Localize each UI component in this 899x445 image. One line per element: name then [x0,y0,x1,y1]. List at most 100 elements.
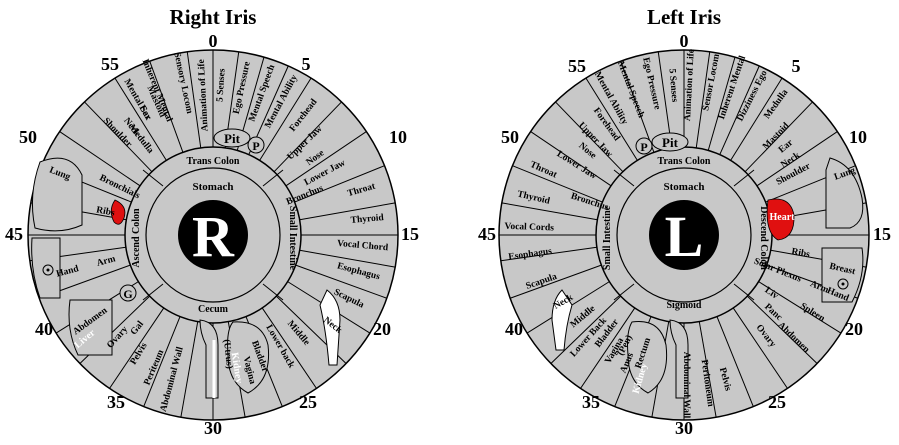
right-iris-ascend-colon-label: Ascend Colon [131,208,142,268]
sector-divider [259,77,312,161]
sector-divider [555,101,624,173]
left-iris-ribs-label: Ribs [791,247,811,260]
sector-divider [707,57,736,151]
sector-divider [512,165,603,203]
right-iris-spine-shape [319,289,341,366]
sector-divider [294,165,385,203]
right-clock-50: 50 [19,127,37,147]
right-iris-p-label: P [252,139,259,153]
right-clock-30: 30 [204,418,222,438]
left-iris: Left Iris L Stomach Trans Colon Sigmoid … [478,5,891,438]
left-iris-lung-shape [825,157,864,229]
sector-divider [744,101,813,173]
left-iris-pineal-shape [635,137,653,155]
left-iris-descend-colon-label: Descend Colon [758,206,769,270]
sector-divider [746,295,818,364]
sector-divider [59,131,141,187]
sector-divider [261,307,317,389]
right-iris-arm-label: Arm [96,254,117,269]
right-iris-ribs-label: Ribs [95,205,115,218]
right-iris-trans-colon-label: Trans Colon [187,156,240,167]
sector-divider [285,131,367,187]
right-iris-animation-of-life-label: Animation of Life [197,59,211,132]
right-clock-35: 35 [107,392,125,412]
right-iris-kidney-shape [227,321,270,394]
right-iris-cecum-label: Cecum [198,304,229,315]
left-iris-breast-area [821,247,864,303]
sector-divider [530,131,612,187]
right-iris-stomach-label: Stomach [193,181,234,193]
sector-divider [501,202,598,221]
right-iris-gall-shape [119,284,137,302]
right-clock-10: 10 [389,127,407,147]
right-clock-45: 45 [5,224,23,244]
right-iris-thyroid-label: Thyroid [350,213,385,226]
left-iris-vocal-cords-label: Vocal Cords [504,222,554,234]
right-clock-25: 25 [299,392,317,412]
left-clock-50: 50 [501,127,519,147]
right-iris-breast-area [31,237,61,299]
sector-divider [273,101,342,173]
left-iris-stomach-label: Stomach [664,181,705,193]
left-iris-kidney-shape [627,320,668,394]
right-iris-title: Right Iris [170,5,257,29]
right-clock-20: 20 [373,319,391,339]
right-iris-pupil [178,200,248,270]
sector-divider [758,281,842,334]
left-clock-5: 5 [792,56,801,76]
left-clock-0: 0 [680,31,689,51]
sector-divider [550,295,622,364]
sector-divider [143,316,181,407]
right-clock-0: 0 [209,31,218,51]
left-iris-leg-shape [669,319,689,399]
left-iris-heart-label: Heart [770,212,796,223]
left-clock-10: 10 [849,127,867,147]
left-clock-20: 20 [845,319,863,339]
right-clock-5: 5 [302,54,311,74]
right-iris-uterus-label: (Utrus) [221,339,235,370]
sector-divider [698,321,717,418]
left-iris-title: Left Iris [647,5,721,29]
sector-divider [585,77,638,161]
right-iris-liver-shape [68,299,113,356]
left-clock-35: 35 [582,392,600,412]
sector-divider [730,77,783,161]
right-iris-small-intestine-label: Small Intestine [287,206,298,271]
right-iris-breast-mark [42,264,54,276]
right-iris-vocal-chord-label: Vocal Chord [337,239,390,253]
right-iris-bronchial-highlight [110,199,126,225]
left-clock-40: 40 [505,319,523,339]
left-iris-animation-of-life-label: Animation of Life [683,49,697,122]
sector-divider [295,264,388,299]
left-iris-pituitary-shape [651,132,689,152]
right-iris-pit-label: Pit [224,131,241,146]
sector-divider [719,65,760,155]
right-iris: Right Iris R Stomach Trans Colon Cecum A… [5,5,419,438]
right-iris-center-letter: R [192,204,235,269]
right-iris-5-senses-label: 5 Senses [215,68,227,102]
sector-divider [109,307,165,389]
right-iris-kidney-label: Kidney [229,352,245,384]
sector-divider [732,307,788,389]
sector-divider [149,60,184,153]
right-iris-lung-shape [31,157,83,232]
left-iris-abdominal-wall-label: Abdominal Wall [681,352,691,419]
right-clock-40: 40 [35,319,53,339]
left-clock-15: 15 [873,224,891,244]
right-iris-pituitary-shape [213,128,251,148]
left-iris-heart-shape [766,198,795,241]
left-clock-30: 30 [675,418,693,438]
sector-divider [620,60,655,153]
left-iris-breast-mark [837,278,849,290]
sector-divider [299,249,396,268]
sector-divider [180,321,199,418]
left-iris-five-senses-label: 5 Senses [666,68,679,103]
sector-divider [580,307,636,389]
right-clock-55: 55 [101,54,119,74]
sector-divider [509,264,602,299]
left-clock-25: 25 [768,392,786,412]
sector-divider [186,51,202,148]
sector-divider [657,51,673,148]
left-clock-45: 45 [478,224,496,244]
sector-divider [299,202,396,221]
